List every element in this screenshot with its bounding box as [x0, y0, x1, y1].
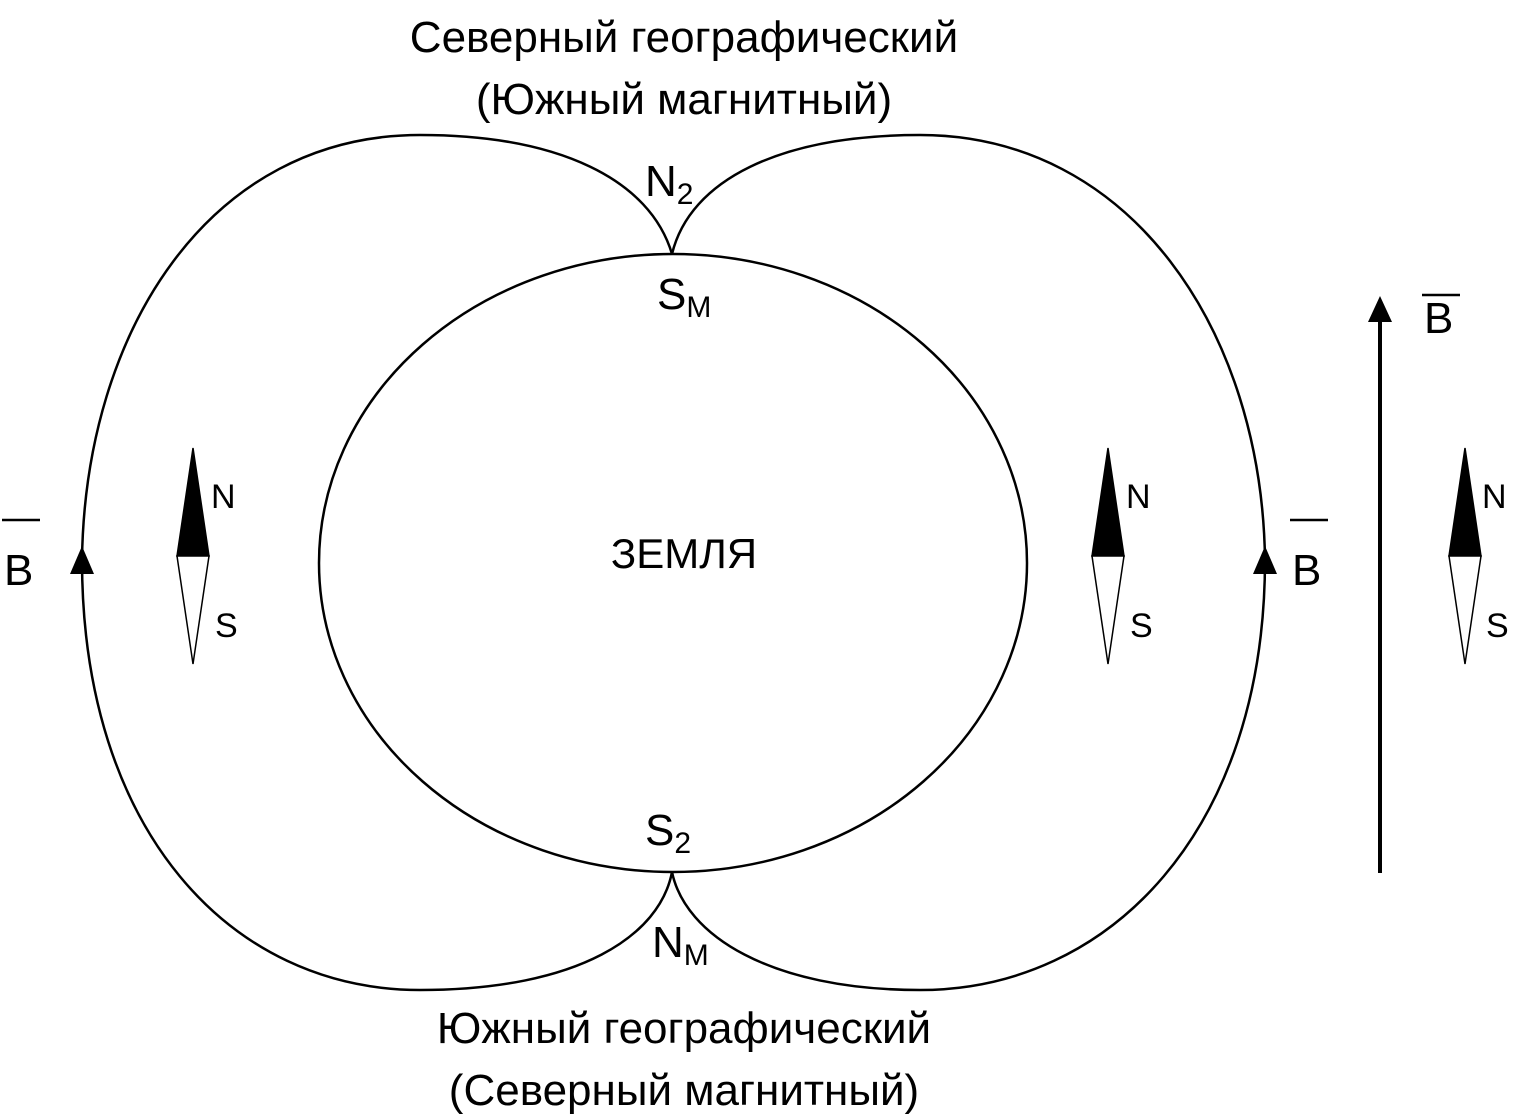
bottom-caption-line2: (Северный магнитный): [449, 1066, 919, 1115]
field-arrow-right: [1253, 546, 1277, 574]
needle-left-south: [176, 555, 210, 665]
b-vector-label-main: B: [1422, 293, 1460, 343]
field-direction-arrow-head: [1368, 296, 1392, 322]
pole-bottom-inner-sub: 2: [674, 827, 691, 860]
pole-top-outer-main: N: [645, 157, 677, 206]
needle-right-south: [1091, 555, 1125, 665]
pole-top-outer-sub: 2: [677, 178, 694, 211]
pole-label-bottom-inner: S2: [645, 806, 691, 860]
pole-label-bottom-outer: NM: [652, 918, 709, 972]
field-arrow-left: [70, 546, 94, 574]
svg-text:B: B: [1292, 546, 1321, 595]
needle-left-n-label: N: [211, 478, 236, 516]
needle-far-right-north: [1448, 447, 1482, 557]
needle-right-s-label: S: [1130, 607, 1153, 645]
top-caption-line2: (Южный магнитный): [476, 75, 892, 124]
needle-right-n-label: N: [1126, 478, 1151, 516]
svg-text:B: B: [4, 546, 33, 595]
compass-needle-far-right: N S: [1448, 447, 1509, 665]
pole-top-inner-sub: M: [686, 291, 711, 324]
needle-far-right-n-label: N: [1482, 478, 1507, 516]
pole-bottom-inner-main: S: [645, 806, 674, 855]
needle-far-right-south: [1448, 555, 1482, 665]
svg-text:B: B: [1424, 294, 1453, 343]
bottom-caption-line1: Южный географический: [437, 1004, 931, 1053]
pole-label-top-inner: SM: [657, 270, 711, 324]
needle-far-right-s-label: S: [1486, 607, 1509, 645]
earth-ellipse: [317, 252, 1029, 874]
compass-needle-right: N S: [1091, 447, 1153, 665]
b-vector-label-left: B: [2, 518, 40, 595]
needle-right-north: [1091, 447, 1125, 557]
pole-bottom-outer-sub: M: [684, 939, 709, 972]
needle-left-north: [176, 447, 210, 557]
pole-top-inner-main: S: [657, 270, 686, 319]
earth-label: ЗЕМЛЯ: [611, 530, 757, 577]
needle-left-s-label: S: [215, 607, 238, 645]
pole-bottom-outer-main: N: [652, 918, 684, 967]
b-vector-label-right: B: [1290, 518, 1328, 595]
top-caption-line1: Северный географический: [410, 13, 958, 62]
pole-label-top-outer: N2: [645, 157, 693, 211]
compass-needle-left: N S: [176, 447, 238, 665]
